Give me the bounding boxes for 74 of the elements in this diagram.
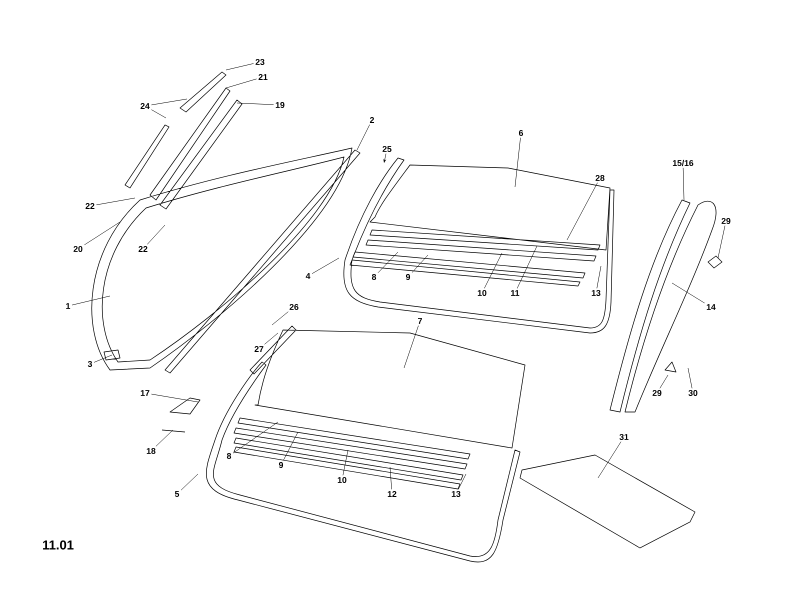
leader-line [151, 109, 166, 118]
callout-number: 20 [74, 246, 82, 252]
leader-line [484, 252, 502, 289]
callout-number: 8 [226, 453, 232, 459]
leader-line [94, 354, 112, 363]
callout-number: 11 [511, 290, 520, 296]
leader-line [226, 63, 254, 70]
callout-number: 14 [706, 304, 716, 310]
leader-line [672, 282, 705, 304]
callout-number: 9 [406, 274, 410, 280]
leader-line [180, 474, 198, 490]
leader-line [718, 225, 726, 258]
callout-number: 13 [452, 491, 460, 497]
leader-line [84, 222, 120, 246]
callout-number: 10 [478, 290, 486, 296]
callout-number: 23 [256, 59, 264, 65]
leader-line [151, 98, 188, 106]
leader-line [660, 374, 668, 389]
callout-number: 30 [688, 390, 698, 396]
leader-line [232, 422, 278, 454]
leader-line [596, 266, 602, 289]
callout-number: 5 [174, 491, 180, 497]
callout-number: 8 [372, 274, 376, 280]
callout-number: 19 [276, 102, 284, 108]
leader-line [226, 78, 257, 88]
callout-number: 3 [88, 361, 92, 367]
leader-line [312, 258, 340, 274]
callout-number: 4 [306, 273, 310, 279]
leader-line [236, 102, 274, 105]
leader-line [283, 432, 298, 461]
leader-line [156, 430, 174, 447]
leader-line [151, 394, 198, 402]
callout-number: 9 [278, 462, 284, 468]
callout-number: 24 [140, 103, 150, 109]
page-number: 11.01 [43, 540, 74, 550]
callout-number: 25 [382, 146, 392, 152]
callout-number: 27 [254, 346, 264, 352]
callout-number: 29 [722, 218, 730, 224]
leader-line [264, 332, 278, 345]
callout-number: 22 [138, 246, 148, 252]
callout-number: 22 [86, 203, 94, 209]
leader-line [147, 224, 166, 245]
leader-line [458, 474, 466, 490]
leader-line [682, 168, 684, 200]
leader-line [72, 296, 110, 306]
leader-line [96, 198, 136, 206]
callout-number: 2 [370, 117, 374, 123]
callout-number: 6 [518, 130, 524, 136]
leader-line [514, 137, 521, 188]
callout-number: 21 [258, 74, 268, 80]
callout-number: 10 [338, 477, 346, 483]
leader-line [342, 450, 348, 476]
callout-number: 28 [596, 175, 604, 181]
leader-line [688, 368, 692, 389]
leader-line [272, 311, 289, 326]
leader-line [384, 153, 386, 163]
callout-number: 12 [388, 491, 396, 497]
leader-line [390, 466, 392, 490]
leader-line [356, 124, 370, 150]
leader-line [378, 252, 398, 274]
leader-line [566, 182, 598, 240]
leader-line [598, 441, 622, 478]
leader-line [412, 254, 428, 273]
callout-number: 13 [592, 290, 600, 296]
callout-number: 18 [146, 448, 156, 454]
callout-number: 31 [619, 434, 628, 440]
callout-number: 17 [140, 390, 150, 396]
callout-number: 1 [66, 303, 70, 309]
callout-number: 29 [652, 390, 662, 396]
callout-number: 7 [418, 318, 422, 324]
leader-line [516, 246, 538, 289]
callout-number: 26 [290, 304, 298, 310]
callout-number: 15/16 [672, 160, 694, 166]
leader-line [404, 325, 419, 368]
